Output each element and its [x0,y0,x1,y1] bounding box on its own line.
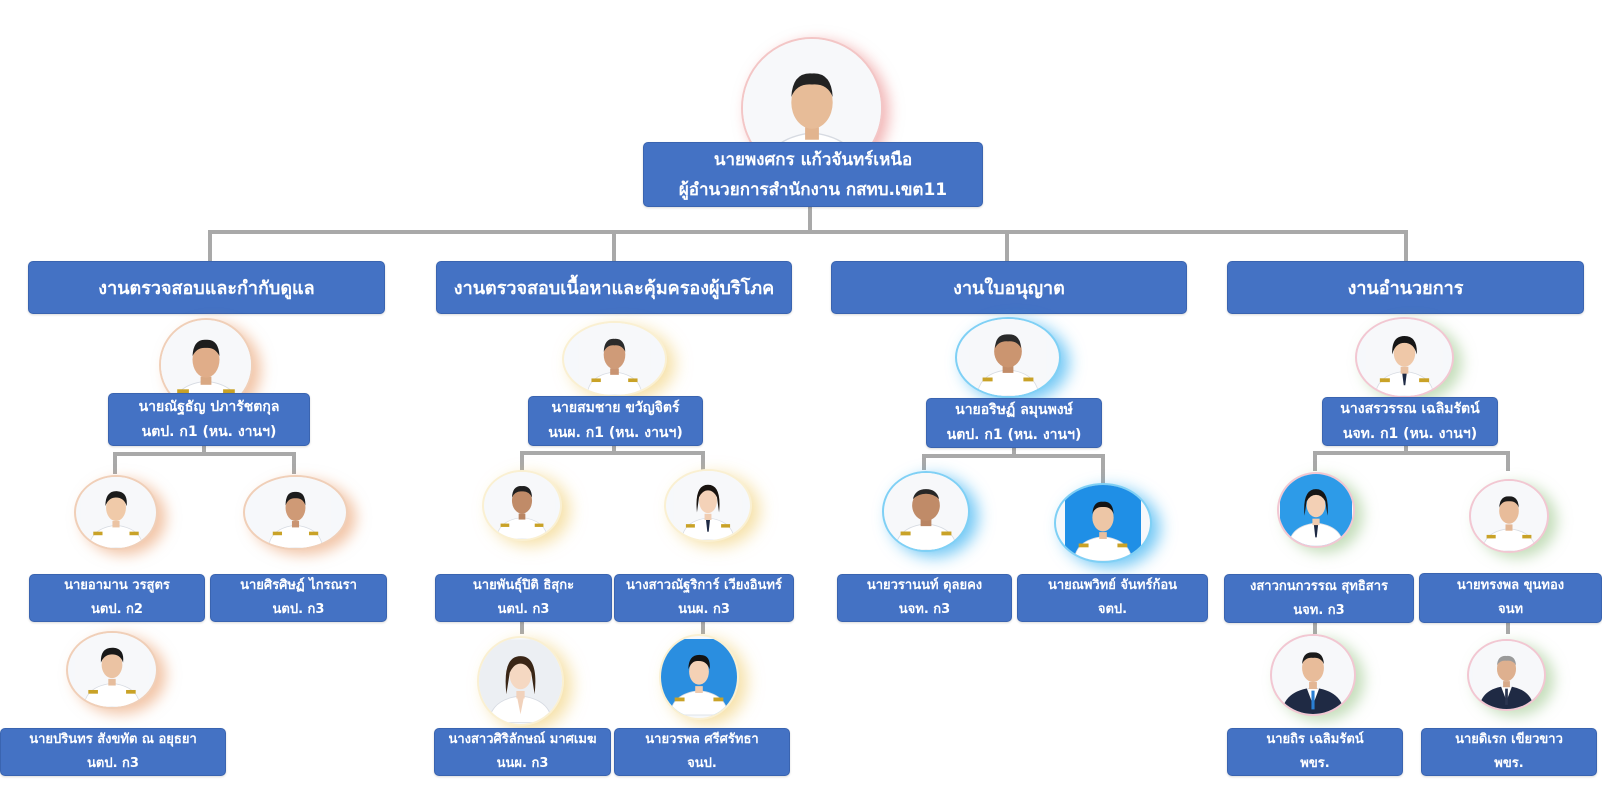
staff-box: งสาวกนกวรรณ สุทธิสาร นจท. ก3 [1224,574,1414,623]
staff-box: นายถิร เฉลิมรัตน์ พขร. [1227,728,1403,776]
person-portrait-icon [1366,319,1443,396]
staff-photo [1054,483,1152,563]
connector-line [520,620,524,634]
connector-line [612,230,616,262]
staff-box: นายณพวิทย์ จันทร์ก้อน จตป. [1017,574,1208,622]
connector-line [1404,446,1408,454]
staff-photo [882,471,970,552]
person-portrait-icon [479,639,562,723]
connector-line [202,446,206,454]
department-header: งานตรวจสอบเนื้อหาและคุ้มครองผู้บริโภค [436,261,792,314]
staff-photo [74,475,158,550]
connector-line [1506,622,1510,634]
connector-line [113,452,117,474]
person-portrait-icon [260,477,331,548]
connector-line [701,451,705,471]
person-portrait-icon [578,323,651,395]
connector-line [808,205,812,232]
connector-line [922,454,926,470]
connector-line [1313,451,1510,455]
staff-photo [477,636,564,726]
director-box: นายพงศกร แก้วจันทร์เหนือ ผู้อำนวยการสำนั… [643,142,983,207]
lead-box: นายสมชาย ขวัญจิตร์ นนผ. ก1 (หน. งานฯ) [528,396,703,446]
staff-box: นายพันธุ์ปิติ ธิสุกะ นตป. ก3 [435,574,612,622]
staff-box: นางสาวณัฐริการ์ เวียงอินทร์ นนผ. ก3 [614,574,794,622]
connector-line [612,446,616,454]
connector-line [1313,451,1317,471]
connector-line [1005,230,1009,262]
department-header: งานตรวจสอบและกำกับดูแล [28,261,385,314]
connector-line [208,230,212,262]
staff-box: นายทรงพล ขุนทอง จนท [1419,573,1602,623]
director-name: นายพงศกร แก้วจันทร์เหนือ [713,149,913,170]
director-title: ผู้อำนวยการสำนักงาน กสทบ.เขต11 [678,179,948,200]
connector-line [1506,451,1510,471]
staff-box: นายวรพล ศรีศรัทธา จนป. [614,728,790,776]
staff-photo [66,631,158,709]
connector-line [1012,448,1016,456]
staff-box: นายปรินทร สังขทัต ณ อยุธยา นตป. ก3 [0,728,226,776]
person-portrait-icon [1274,636,1352,714]
person-portrait-icon [488,472,556,539]
connector-line [113,452,296,456]
lead-photo [1355,317,1454,398]
connector-line [922,454,1105,458]
staff-photo [243,475,348,550]
department-header: งานอำนวยการ [1227,261,1584,314]
connector-line [208,230,1408,234]
staff-box: นายศิรศิษฏ์ ไกรณรา นตป. ก3 [210,574,387,622]
staff-photo [664,469,752,542]
person-portrait-icon [887,473,965,550]
connector-line [701,620,705,634]
person-portrait-icon [673,471,743,540]
staff-photo [1467,639,1546,711]
person-portrait-icon [1472,641,1541,709]
connector-line [1404,230,1408,262]
person-portrait-icon [80,477,152,548]
staff-photo [1277,472,1355,548]
connector-line [1101,454,1105,494]
staff-photo [1270,634,1356,716]
connector-line [1313,622,1317,634]
lead-box: นางสรวรรณ เฉลิมรัตน์ นจท. ก1 (หน. งานฯ) [1322,397,1498,446]
department-header: งานใบอนุญาต [831,261,1187,314]
staff-box: นางสาวศิริลักษณ์ มาศเมฆ นนผ. ก3 [434,728,611,776]
connector-line [520,451,524,471]
staff-photo [659,634,739,720]
lead-box: นายอริษฏ์ ลมุนพงษ์ นตป. ก1 (หน. งานฯ) [926,398,1102,448]
lead-box: นายณัฐธัญ ปภารัชตกุล นตป. ก1 (หน. งานฯ) [108,393,310,446]
person-portrait-icon [1065,485,1141,561]
lead-photo [562,321,667,397]
staff-box: นายอามาน วรสูตร นตป. ก2 [29,574,205,622]
lead-photo [955,317,1061,398]
person-portrait-icon [75,633,149,707]
staff-photo [1469,479,1549,553]
staff-photo [482,470,562,541]
staff-box: นายดิเรก เขียวขาว พขร. [1421,728,1597,776]
person-portrait-icon [661,639,737,716]
connector-line [292,452,296,474]
person-portrait-icon [969,319,1047,396]
person-portrait-icon [1474,481,1544,551]
person-portrait-icon [1280,474,1352,546]
staff-box: นายวรานนท์ ดุลยคง นจท. ก3 [837,574,1012,622]
